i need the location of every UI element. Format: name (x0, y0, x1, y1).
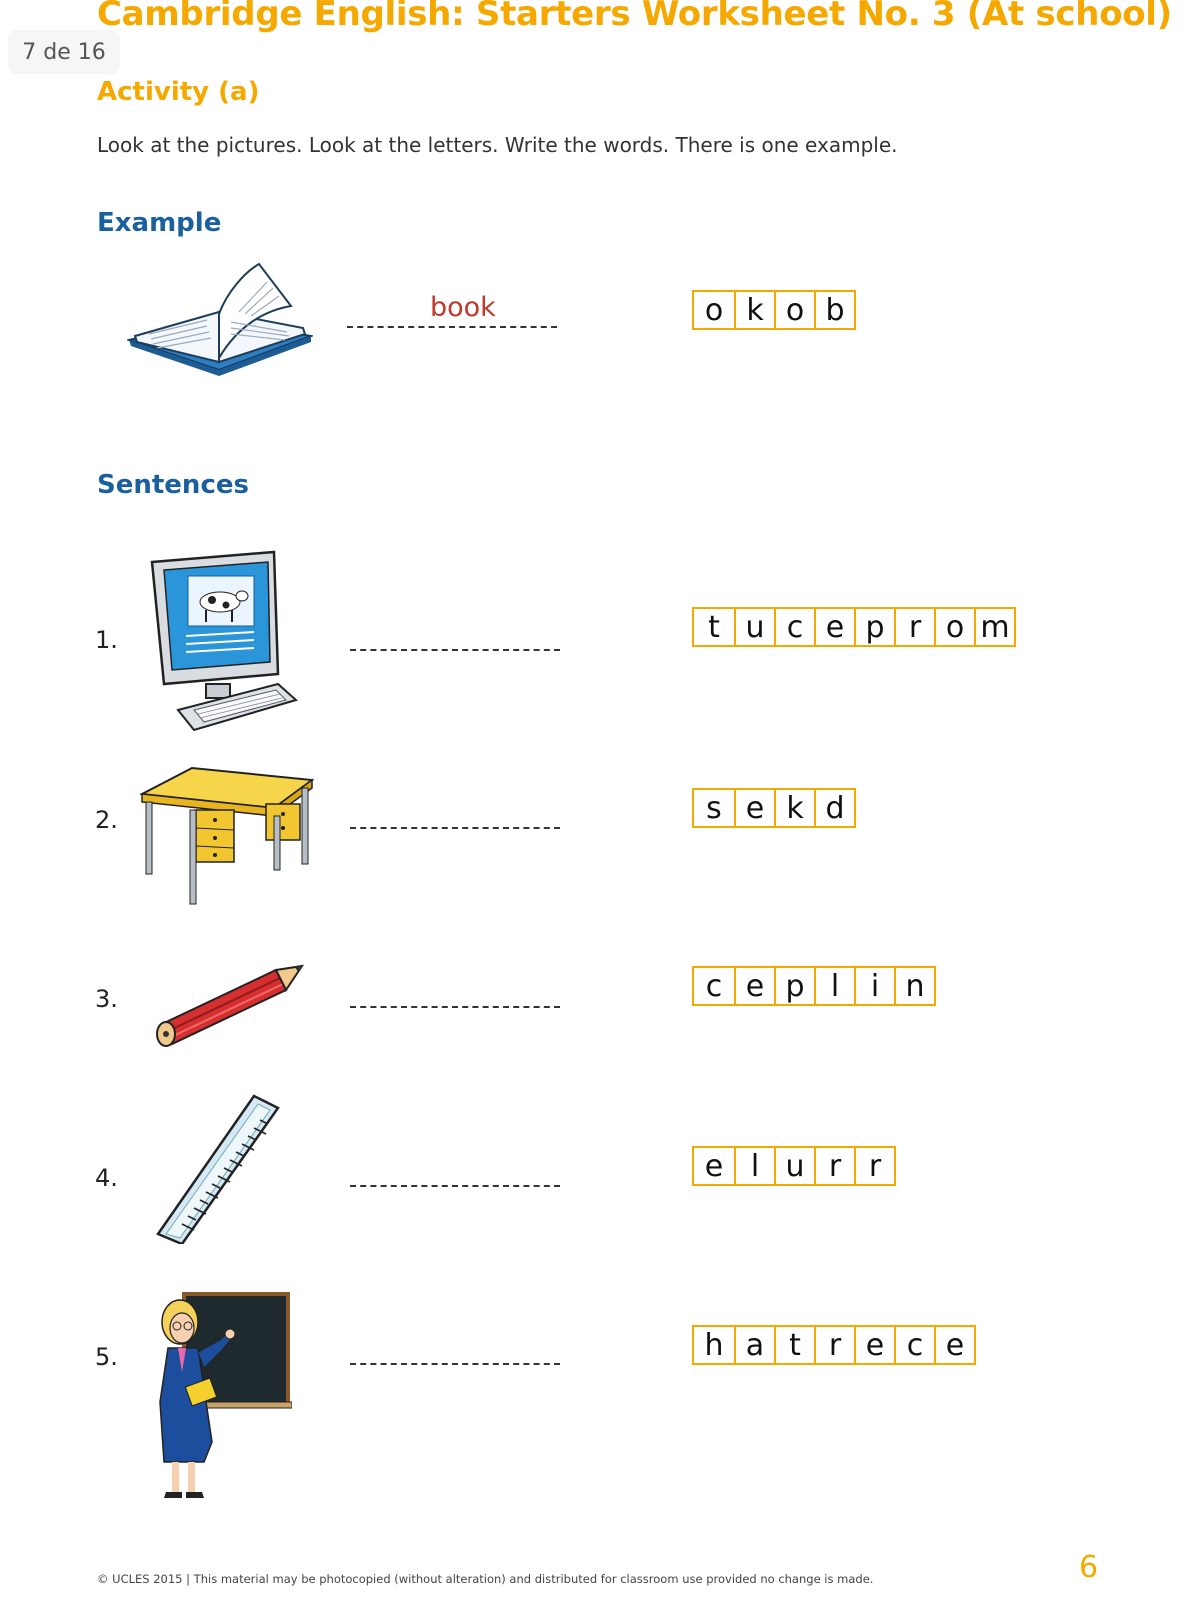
copyright-footer: © UCLES 2015 | This material may be phot… (97, 1572, 874, 1586)
pencil-icon (156, 964, 304, 1047)
answer-line (350, 649, 560, 651)
letter-box: u (774, 1148, 814, 1184)
example-letter-boxes: o k o b (692, 290, 856, 330)
letter-box: o (704, 292, 724, 328)
letter-box: r (814, 1148, 854, 1184)
letter-box: l (814, 968, 854, 1004)
instructions-text: Look at the pictures. Look at the letter… (97, 133, 898, 157)
desk-icon (140, 766, 314, 905)
sentences-heading: Sentences (97, 470, 249, 500)
letter-box: e (734, 790, 774, 826)
letter-boxes: t u c e p r o m (692, 607, 1016, 647)
letter-box: h (704, 1327, 724, 1363)
letter-box: p (854, 609, 894, 645)
letter-box: c (774, 609, 814, 645)
answer-line (350, 1006, 560, 1008)
letter-box: t (774, 1327, 814, 1363)
letter-boxes: e l u r r (692, 1146, 896, 1186)
ruler-icon (156, 1094, 280, 1244)
letter-box: o (774, 292, 814, 328)
page-indicator: 7 de 16 (8, 30, 120, 74)
page-number: 6 (1079, 1550, 1099, 1585)
answer-line (350, 1363, 560, 1365)
letter-box: c (894, 1327, 934, 1363)
item-number: 1. (95, 626, 118, 654)
letter-box: r (854, 1148, 894, 1184)
letter-box: d (814, 790, 854, 826)
item-number: 5. (95, 1343, 118, 1371)
answer-line (350, 1185, 560, 1187)
letter-box: p (774, 968, 814, 1004)
letter-box: t (708, 609, 720, 645)
example-heading: Example (97, 208, 222, 238)
computer-icon (150, 550, 298, 732)
item-number: 3. (95, 985, 118, 1013)
worksheet-title: Cambridge English: Starters Worksheet No… (97, 0, 1172, 34)
letter-box: u (734, 609, 774, 645)
letter-box: i (854, 968, 894, 1004)
teacher-icon (159, 1292, 292, 1498)
item-number: 2. (95, 806, 118, 834)
letter-box: c (705, 968, 723, 1004)
letter-box: m (974, 609, 1014, 645)
letter-box: r (814, 1327, 854, 1363)
activity-heading: Activity (a) (97, 77, 260, 107)
letter-box: r (894, 609, 934, 645)
example-answer: book (430, 292, 496, 323)
letter-box: l (734, 1148, 774, 1184)
letter-box: s (706, 790, 722, 826)
letter-boxes: c e p l i n (692, 966, 936, 1006)
letter-box: n (894, 968, 934, 1004)
answer-line (350, 827, 560, 829)
letter-box: b (814, 292, 854, 328)
open-book-icon (127, 262, 313, 376)
letter-box: e (734, 968, 774, 1004)
item-number: 4. (95, 1164, 118, 1192)
letter-box: o (934, 609, 974, 645)
letter-box: e (704, 1148, 724, 1184)
letter-box: e (934, 1327, 974, 1363)
letter-box: e (854, 1327, 894, 1363)
letter-box: e (814, 609, 854, 645)
letter-boxes: s e k d (692, 788, 856, 828)
letter-box: k (774, 790, 814, 826)
letter-boxes: h a t r e c e (692, 1325, 976, 1365)
example-answer-line (347, 326, 557, 328)
letter-box: a (734, 1327, 774, 1363)
letter-box: k (734, 292, 774, 328)
